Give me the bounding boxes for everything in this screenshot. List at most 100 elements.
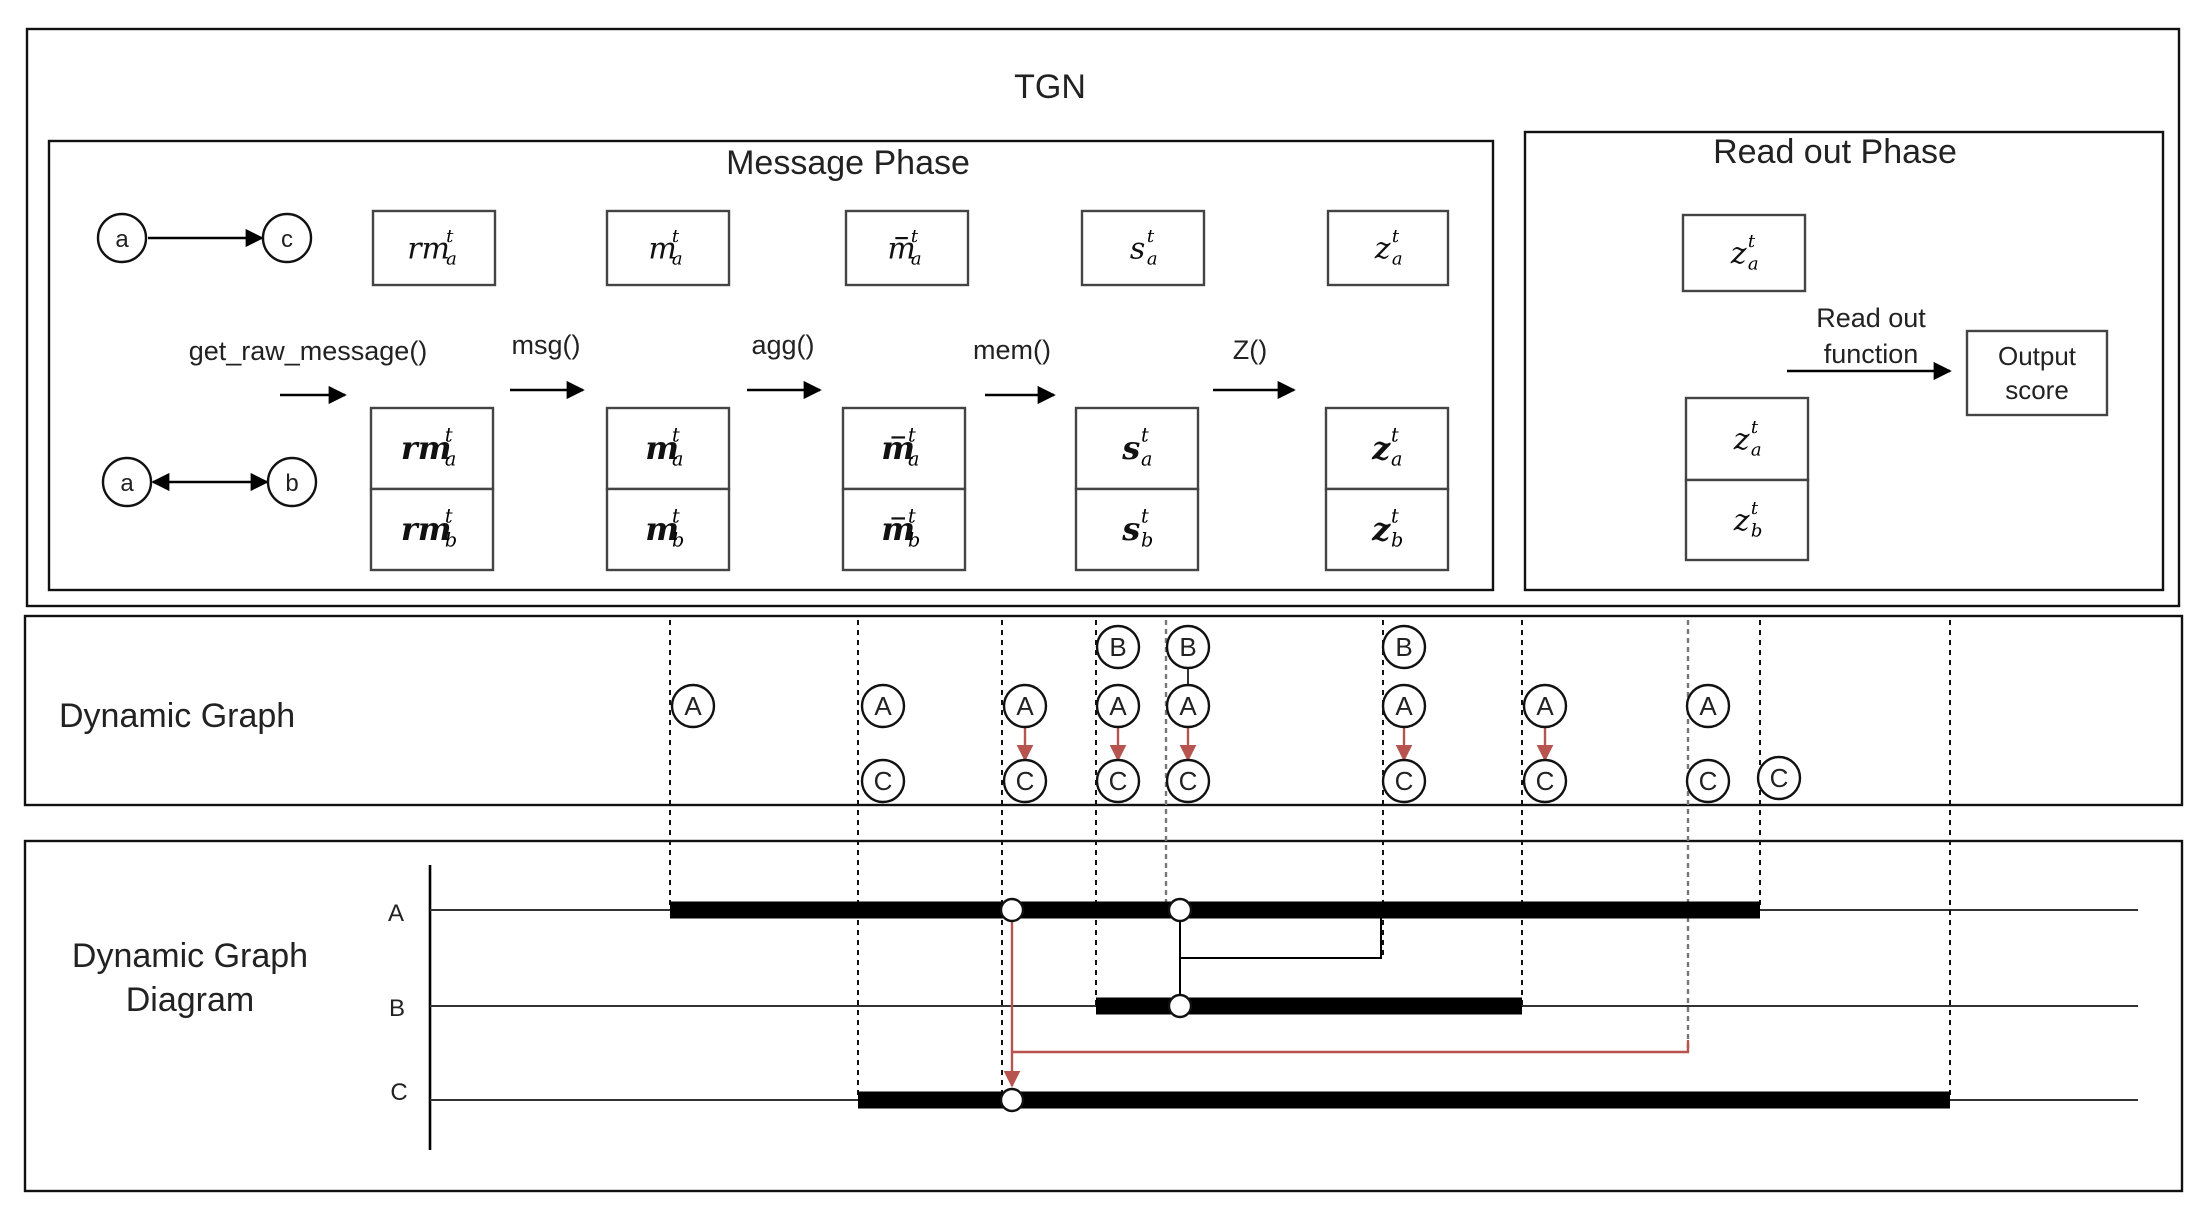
readout-stack-symbol-a-sub: a bbox=[1751, 440, 1762, 461]
state-symbol-stack-5-b-sup: t bbox=[1391, 505, 1399, 528]
diagram-frame bbox=[23, 839, 2184, 1193]
state-symbol-top-4-sub: a bbox=[1147, 249, 1158, 270]
snapshot-6-node-a bbox=[1381, 683, 1427, 729]
state-symbol-stack-1-b-base: rm bbox=[401, 510, 452, 548]
readout-stack-symbol-b-sub: b bbox=[1751, 521, 1763, 542]
event-node-c1 bbox=[999, 1087, 1025, 1113]
output-score-line1: Output bbox=[1998, 341, 2077, 371]
snapshot-9-node-c bbox=[1756, 755, 1802, 801]
state-symbol-stack-2-b: mtb bbox=[645, 505, 684, 552]
event-node-b1 bbox=[1167, 993, 1193, 1019]
snapshot-5-node-b-label: B bbox=[1179, 632, 1196, 662]
state-symbol-stack-5-a-base: z bbox=[1371, 429, 1391, 467]
state-symbol-top-4-sup: t bbox=[1147, 226, 1155, 247]
readout-stack-rect-b bbox=[1684, 478, 1810, 562]
step-z: Z() bbox=[1233, 335, 1267, 365]
state-box-top-4 bbox=[1080, 209, 1206, 287]
snapshot-6-node-a-label: A bbox=[1395, 691, 1413, 721]
state-symbol-stack-5-b-base: z bbox=[1371, 510, 1391, 548]
state-symbol-stack-5-a-sup: t bbox=[1391, 424, 1399, 447]
state-symbol-stack-4-a-sup: t bbox=[1141, 424, 1149, 447]
state-symbol-stack-5-a-sub: a bbox=[1391, 448, 1402, 471]
state-symbol-stack-2-a-sup: t bbox=[672, 424, 680, 447]
state-box-stack-4-b bbox=[1074, 487, 1200, 572]
readout-single-symbol-sup: t bbox=[1748, 231, 1756, 252]
snapshot-6-node-c bbox=[1381, 758, 1427, 804]
snapshot-6-node-c-label: C bbox=[1395, 766, 1414, 796]
state-symbol-stack-5-b-sub: b bbox=[1391, 529, 1403, 552]
state-symbol-stack-3-a-base: m bbox=[881, 429, 915, 467]
node-b-label: b bbox=[285, 470, 298, 497]
snapshot-4: BAC bbox=[1095, 624, 1141, 804]
snapshot-4-node-c-label: C bbox=[1109, 766, 1128, 796]
state-box-stack-3-b bbox=[841, 487, 967, 572]
state-symbol-stack-2-a-base: m bbox=[645, 429, 679, 467]
state-box-stack-2-a bbox=[605, 406, 731, 491]
state-box-stack-2-b bbox=[605, 487, 731, 572]
snapshot-2-node-c bbox=[860, 758, 906, 804]
readout-single-rect bbox=[1681, 213, 1807, 293]
dynamic-graph-frame bbox=[23, 614, 2184, 807]
state-symbol-top-3: mta bbox=[887, 226, 921, 270]
tgn-title: TGN bbox=[1014, 68, 1086, 106]
output-score-line2: score bbox=[2005, 375, 2069, 405]
state-symbol-stack-1-a-base: rm bbox=[401, 429, 452, 467]
state-box-top-1 bbox=[371, 209, 497, 287]
lane-label-c: C bbox=[390, 1079, 407, 1106]
bidirectional-edge-a-b: a b bbox=[101, 456, 318, 508]
snapshot-9-node-c-label: C bbox=[1770, 763, 1789, 793]
snapshot-5-node-c bbox=[1165, 758, 1211, 804]
snapshot-1-node-a-label: A bbox=[684, 691, 702, 721]
node-a-label: a bbox=[115, 226, 129, 253]
message-phase: Message Phase a c a b get_raw_message() … bbox=[47, 139, 1495, 592]
readout-stack-symbol-a-sup: t bbox=[1751, 417, 1759, 438]
snapshot-2-node-a bbox=[860, 683, 906, 729]
state-box-top-5 bbox=[1326, 209, 1450, 287]
snapshot-6: BA C bbox=[1381, 624, 1427, 804]
message-phase-frame bbox=[47, 139, 1495, 592]
state-symbol-stack-3-a: mta bbox=[881, 424, 919, 471]
state-symbol-top-2-sub: a bbox=[672, 249, 683, 270]
state-symbol-stack-3-a-sup: t bbox=[908, 424, 916, 447]
time-markers bbox=[669, 620, 1951, 1100]
event-node-a1 bbox=[999, 897, 1025, 923]
snapshot-8-node-c-label: C bbox=[1699, 766, 1718, 796]
state-symbol-stack-1-b-sub: b bbox=[445, 529, 457, 552]
state-symbol-top-5-base: z bbox=[1374, 232, 1391, 267]
snapshot-4-node-a bbox=[1095, 683, 1141, 729]
snapshot-4-node-b bbox=[1095, 624, 1141, 670]
node-a bbox=[96, 212, 148, 264]
step-mem: mem() bbox=[973, 335, 1051, 365]
dynamic-graph-title: Dynamic Graph bbox=[59, 697, 295, 735]
state-symbol-stack-2-a-sub: a bbox=[672, 448, 683, 471]
snapshot-3-node-a-label: A bbox=[1016, 691, 1034, 721]
state-symbol-stack-4-b-sup: t bbox=[1141, 505, 1149, 528]
step-msg: msg() bbox=[512, 330, 581, 360]
snapshot-1-node-a bbox=[670, 683, 716, 729]
state-symbol-stack-4-a-sub: a bbox=[1141, 448, 1152, 471]
state-symbol-stack-3-b-base: m bbox=[881, 510, 915, 548]
state-symbol-top-5-sub: a bbox=[1392, 249, 1403, 270]
snapshot-5-node-b bbox=[1165, 624, 1211, 670]
state-symbol-stack-2-b-base: m bbox=[645, 510, 679, 548]
snapshot-6-node-b-label: B bbox=[1395, 632, 1412, 662]
state-symbol-stack-2-a: mta bbox=[645, 424, 683, 471]
readout-stack-symbol-b-sup: t bbox=[1751, 498, 1759, 519]
lane-label-b: B bbox=[389, 995, 405, 1022]
state-symbol-top-2-sup: t bbox=[672, 226, 680, 247]
diagram-title-line2: Diagram bbox=[126, 981, 254, 1019]
